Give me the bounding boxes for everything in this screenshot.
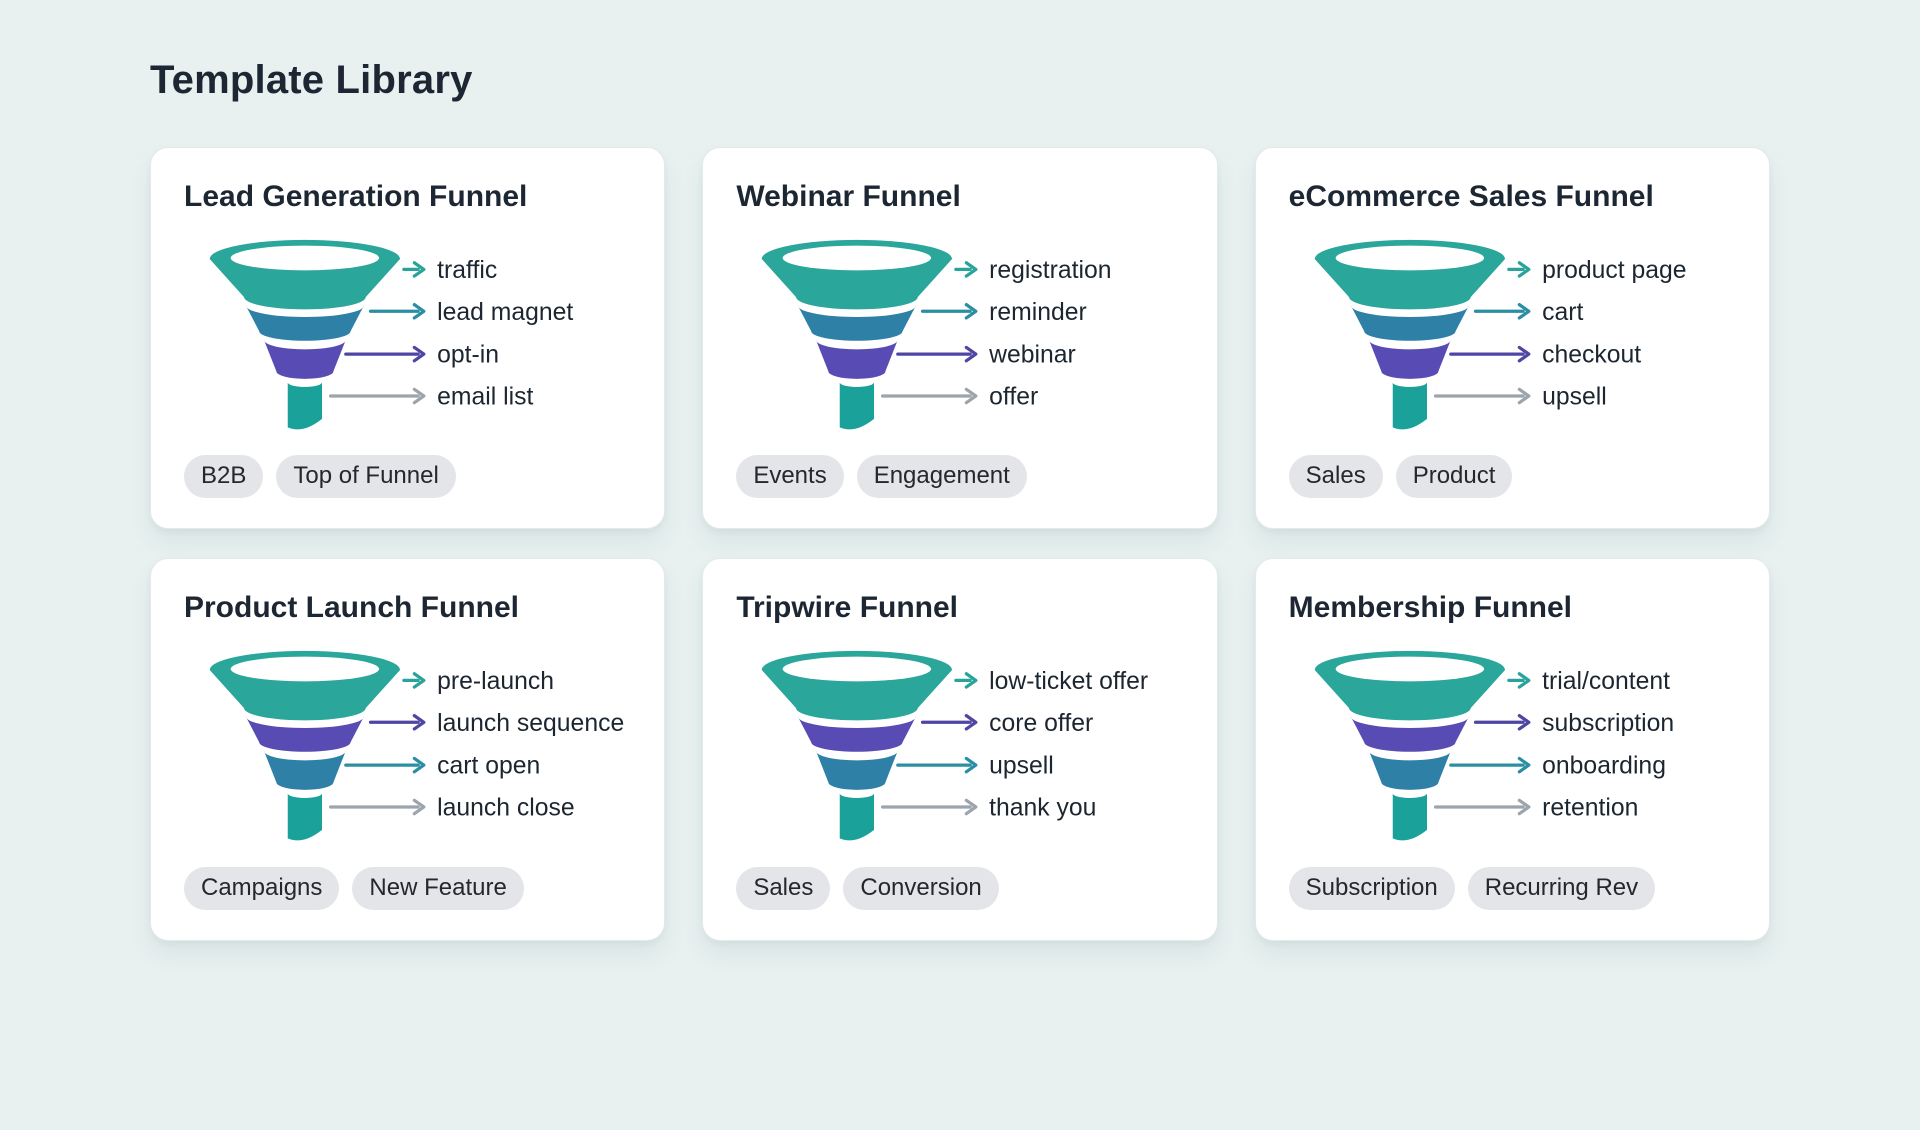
- tag[interactable]: Top of Funnel: [276, 455, 456, 499]
- stage-arrow: [328, 387, 426, 404]
- card-title: Lead Generation Funnel: [184, 180, 528, 213]
- stage-label: launch sequence: [437, 710, 624, 737]
- funnel-diagram: pre-launch launch sequence cart open lau…: [209, 650, 624, 841]
- stage-label: opt-in: [437, 341, 499, 368]
- funnel-icon: [1314, 239, 1505, 429]
- tag-row: Sales Product: [1288, 455, 1736, 499]
- stage-label: lead magnet: [437, 298, 573, 325]
- template-card-product-launch[interactable]: Product Launch Funnel pre-launch launch …: [150, 558, 666, 941]
- tag-row: Campaigns New Feature: [184, 866, 631, 910]
- template-card-tripwire[interactable]: Tripwire Funnel low-ticket offer core of…: [702, 558, 1218, 941]
- template-card-webinar[interactable]: Webinar Funnel registration reminder web…: [702, 147, 1218, 530]
- stage-label: low-ticket offer: [989, 668, 1148, 695]
- tag[interactable]: Engagement: [856, 455, 1027, 499]
- tag[interactable]: Sales: [736, 866, 831, 910]
- stage-label: email list: [437, 383, 533, 410]
- tag-row: B2B Top of Funnel: [184, 455, 631, 499]
- stage-label: upsell: [989, 752, 1054, 779]
- stage-arrow: [896, 345, 978, 362]
- template-card-membership[interactable]: Membership Funnel trial/content subscrip…: [1254, 558, 1770, 941]
- stage-label: offer: [989, 383, 1038, 410]
- stage-label: retention: [1542, 794, 1638, 821]
- stage-label: upsell: [1542, 383, 1607, 410]
- stage-label: reminder: [989, 298, 1087, 325]
- stage-label: thank you: [989, 794, 1096, 821]
- stage-arrow: [881, 387, 978, 404]
- page-title: Template Library: [150, 58, 473, 102]
- stage-arrow: [344, 756, 426, 774]
- template-card-ecommerce-sales[interactable]: eCommerce Sales Funnel product page cart…: [1254, 147, 1770, 530]
- funnel-icon: [762, 239, 953, 429]
- stage-label: pre-launch: [437, 668, 554, 695]
- funnel-icon: [762, 650, 953, 841]
- stage-label: trial/content: [1542, 668, 1670, 695]
- stage-arrow: [921, 713, 978, 731]
- card-title: Product Launch Funnel: [184, 591, 519, 625]
- stage-arrow: [1506, 260, 1531, 278]
- funnel-icon: [1314, 650, 1505, 841]
- stage-label: cart: [1542, 298, 1583, 325]
- template-grid: Lead Generation Funnel traffic lead magn…: [150, 147, 1770, 941]
- tag[interactable]: Campaigns: [184, 866, 340, 910]
- tag[interactable]: B2B: [184, 455, 264, 499]
- tag[interactable]: Recurring Rev: [1467, 866, 1656, 910]
- card-title: Membership Funnel: [1288, 591, 1573, 625]
- tag[interactable]: Subscription: [1288, 866, 1455, 910]
- tag[interactable]: Sales: [1288, 455, 1383, 499]
- stage-label: product page: [1542, 256, 1686, 283]
- stage-arrow: [328, 798, 426, 816]
- stage-label: launch close: [437, 794, 575, 821]
- tag-row: Events Engagement: [736, 455, 1183, 499]
- stage-arrow: [881, 798, 978, 816]
- funnel-icon: [209, 650, 401, 841]
- funnel-diagram: low-ticket offer core offer upsell thank…: [762, 650, 1148, 841]
- stage-arrow: [921, 302, 978, 320]
- stage-label: cart open: [437, 752, 540, 779]
- tag-row: Subscription Recurring Rev: [1288, 866, 1736, 910]
- stage-arrow: [368, 302, 426, 320]
- stage-arrow: [896, 756, 978, 774]
- stage-label: checkout: [1542, 341, 1641, 368]
- template-card-lead-generation[interactable]: Lead Generation Funnel traffic lead magn…: [150, 147, 666, 530]
- stage-arrow: [1506, 671, 1531, 689]
- tag[interactable]: Events: [736, 455, 844, 499]
- funnel-diagram: traffic lead magnet opt-in email list: [209, 239, 573, 429]
- stage-arrow: [954, 671, 978, 689]
- stage-arrow: [1448, 756, 1531, 774]
- tag[interactable]: New Feature: [352, 866, 524, 910]
- stage-arrow: [1433, 798, 1531, 816]
- card-title: Webinar Funnel: [736, 180, 961, 213]
- stage-label: registration: [989, 256, 1111, 283]
- stage-arrow: [1473, 713, 1531, 731]
- tag-row: Sales Conversion: [736, 866, 1183, 910]
- card-title: eCommerce Sales Funnel: [1288, 180, 1654, 213]
- template-library-page: Template Library Lead Generation Funnel …: [0, 58, 1920, 981]
- stage-arrow: [1448, 345, 1531, 362]
- stage-label: webinar: [988, 341, 1076, 368]
- stage-label: onboarding: [1542, 752, 1666, 779]
- tag[interactable]: Product: [1395, 455, 1513, 499]
- funnel-icon: [209, 239, 401, 429]
- stage-label: core offer: [989, 710, 1093, 737]
- funnel-diagram: registration reminder webinar offer: [762, 239, 1112, 429]
- funnel-diagram: trial/content subscription onboarding re…: [1314, 650, 1674, 841]
- stage-label: subscription: [1542, 710, 1674, 737]
- stage-arrow: [368, 713, 426, 731]
- tag[interactable]: Conversion: [843, 866, 999, 910]
- card-title: Tripwire Funnel: [736, 591, 959, 625]
- stage-label: traffic: [437, 256, 497, 283]
- stage-arrow: [1433, 387, 1531, 404]
- stage-arrow: [402, 671, 426, 689]
- funnel-diagram: product page cart checkout upsell: [1314, 239, 1686, 429]
- stage-arrow: [402, 260, 426, 278]
- stage-arrow: [954, 260, 978, 278]
- stage-arrow: [344, 345, 426, 362]
- stage-arrow: [1473, 302, 1531, 320]
